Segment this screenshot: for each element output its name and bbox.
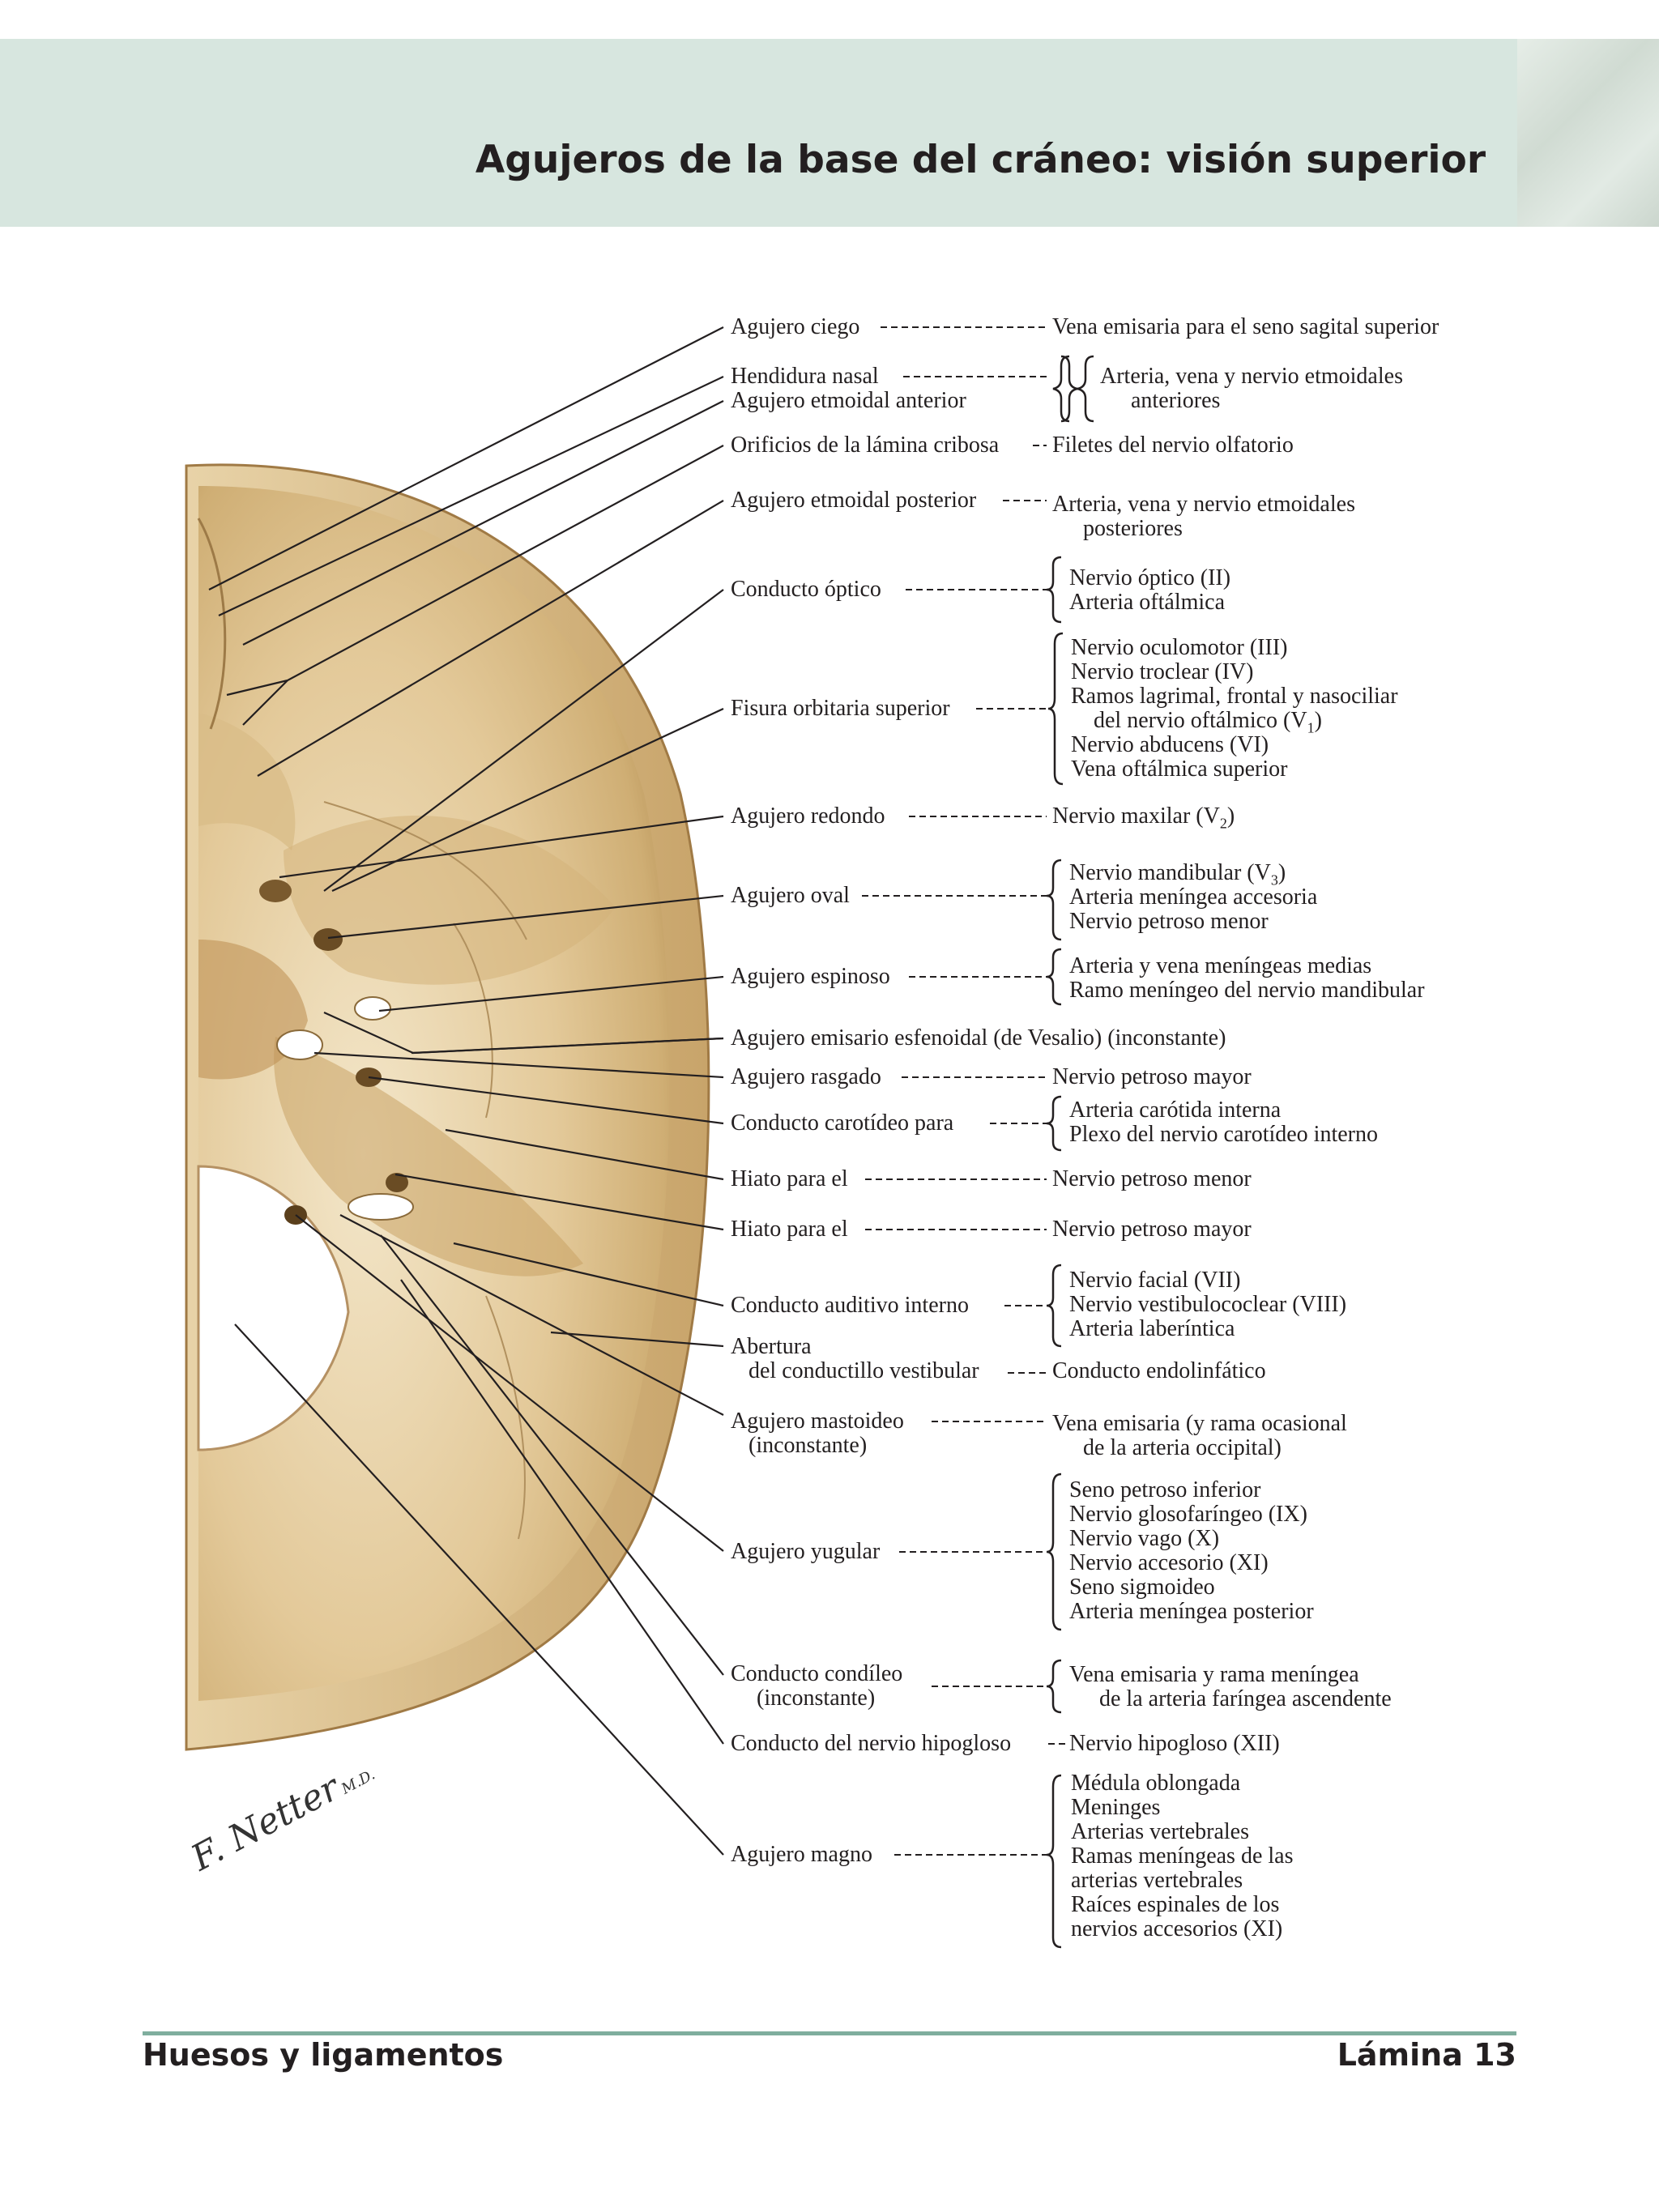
content-medula-oblongada: Médula oblongada [1071,1771,1241,1796]
content-nervio-petroso-menor-1: Nervio petroso menor [1069,909,1269,934]
content-ramas-meningeas-2: arterias vertebrales [1071,1868,1243,1893]
brackets [1046,355,1094,1949]
content-arteria-meningea-posterior: Arteria meníngea posterior [1069,1599,1314,1624]
label-conducto-nervio-hipogloso: Conducto del nervio hipogloso [731,1731,1012,1756]
content-nervio-vago: Nervio vago (X) [1069,1526,1220,1551]
label-conducto-optico: Conducto óptico [731,577,881,602]
label-conductillo-vestibular: del conductillo vestibular [748,1358,979,1383]
footer-plate-number: Lámina 13 [1337,2037,1516,2073]
content-vena-emisaria-occipital-2: de la arteria occipital) [1083,1435,1282,1460]
label-agujero-rasgado: Agujero rasgado [731,1064,881,1089]
label-agujero-etmoidal-anterior: Agujero etmoidal anterior [731,388,966,413]
label-agujero-yugular: Agujero yugular [731,1539,881,1564]
label-agujero-oval: Agujero oval [731,883,850,908]
footer-section-title: Huesos y ligamentos [143,2037,504,2073]
content-nervio-petroso-mayor-2: Nervio petroso mayor [1052,1217,1252,1242]
content-nervio-oftalmico: del nervio oftálmico (V1) [1094,708,1322,736]
label-agujero-mastoideo-inconstante: (inconstante) [748,1433,868,1458]
content-nervio-hipogloso: Nervio hipogloso (XII) [1069,1731,1280,1756]
content-ramos-lagrimal: Ramos lagrimal, frontal y nasociliar [1071,684,1398,709]
label-conducto-carotideo: Conducto carotídeo para [731,1110,954,1136]
label-conducto-condileo-inconstante: (inconstante) [757,1686,876,1711]
content-seno-sigmoideo: Seno sigmoideo [1069,1575,1215,1600]
label-agujero-ciego: Agujero ciego [731,314,860,339]
label-conducto-condileo: Conducto condíleo [731,1661,903,1686]
content-meninges: Meninges [1071,1795,1161,1820]
label-orificios-lamina-cribosa: Orificios de la lámina cribosa [731,433,1000,458]
label-agujero-etmoidal-posterior: Agujero etmoidal posterior [731,488,977,513]
label-hendidura-nasal: Hendidura nasal [731,364,879,389]
content-plexo-carotideo-interno: Plexo del nervio carotídeo interno [1069,1122,1378,1147]
label-agujero-espinoso: Agujero espinoso [731,964,890,989]
label-hiato-1: Hiato para el [731,1166,848,1191]
content-nervio-abducens: Nervio abducens (VI) [1071,732,1269,757]
content-filetes-olfatorio: Filetes del nervio olfatorio [1052,433,1294,458]
content-vena-emisaria-faringea-2: de la arteria faríngea ascendente [1099,1686,1392,1711]
label-agujero-magno: Agujero magno [731,1842,872,1867]
label-agujero-redondo: Agujero redondo [731,803,885,829]
content-nervio-facial: Nervio facial (VII) [1069,1268,1241,1293]
content-vena-emisaria-occipital-1: Vena emisaria (y rama ocasional [1052,1411,1347,1436]
content-raices-espinales-1: Raíces espinales de los [1071,1892,1280,1917]
content-conducto-endolinfatico: Conducto endolinfático [1052,1358,1266,1383]
content-vena-oftalmica-superior: Vena oftálmica superior [1071,757,1288,782]
content-arteria-oftalmica: Arteria oftálmica [1069,590,1226,615]
content-nervio-troclear: Nervio troclear (IV) [1071,659,1254,684]
skull-half-base [185,463,710,1751]
skull-thumbnail-image [1517,39,1659,227]
content-arterias-vertebrales: Arterias vertebrales [1071,1819,1249,1844]
content-arteria-vena-meningeas-medias: Arteria y vena meníngeas medias [1069,953,1372,978]
label-abertura: Abertura [731,1334,812,1359]
content-arteria-laberintica: Arteria laberíntica [1069,1316,1235,1341]
content-nervio-mandibular: Nervio mandibular (V3) [1069,860,1286,889]
content-etmoidales-anteriores-1: Arteria, vena y nervio etmoidales [1100,364,1403,389]
content-ramas-meningeas-1: Ramas meníngeas de las [1071,1843,1294,1869]
label-fisura-orbitaria-superior: Fisura orbitaria superior [731,696,950,721]
content-nervio-vestibulococlear: Nervio vestibulococlear (VIII) [1069,1292,1347,1317]
content-vena-emisaria-seno-sagital: Vena emisaria para el seno sagital super… [1052,314,1439,339]
content-arteria-meningea-accesoria: Arteria meníngea accesoria [1069,884,1318,910]
label-agujero-mastoideo: Agujero mastoideo [731,1409,904,1434]
content-seno-petroso-inferior: Seno petroso inferior [1069,1477,1261,1502]
footer-rule [143,2031,1516,2035]
content-arteria-carotida-interna: Arteria carótida interna [1069,1097,1282,1123]
content-nervio-oculomotor: Nervio oculomotor (III) [1071,635,1288,660]
content-nervio-accesorio: Nervio accesorio (XI) [1069,1550,1269,1575]
content-nervio-maxilar: Nervio maxilar (V2) [1052,803,1235,832]
content-etmoidales-posteriores-2: posteriores [1083,516,1183,541]
content-nervio-petroso-menor-2: Nervio petroso menor [1052,1166,1252,1191]
content-vena-emisaria-faringea-1: Vena emisaria y rama meníngea [1069,1662,1359,1687]
content-raices-espinales-2: nervios accesorios (XI) [1071,1916,1283,1941]
content-ramo-meningeo-mandibular: Ramo meníngeo del nervio mandibular [1069,978,1425,1003]
content-nervio-glosofaringeo: Nervio glosofaríngeo (IX) [1069,1502,1307,1527]
label-conducto-auditivo-interno: Conducto auditivo interno [731,1293,969,1318]
label-agujero-emisario-esfenoidal: Agujero emisario esfenoidal (de Vesalio)… [731,1025,1226,1051]
label-hiato-2: Hiato para el [731,1217,848,1242]
page-title: Agujeros de la base del cráneo: visión s… [475,138,1486,182]
content-etmoidales-posteriores-1: Arteria, vena y nervio etmoidales [1052,492,1355,517]
dashed-connectors [862,326,1066,1856]
content-nervio-petroso-mayor-1: Nervio petroso mayor [1052,1064,1252,1089]
content-nervio-optico: Nervio óptico (II) [1069,565,1231,590]
content-etmoidales-anteriores-2: anteriores [1131,388,1221,413]
header-band [0,39,1659,227]
leader-lines [208,326,724,1856]
